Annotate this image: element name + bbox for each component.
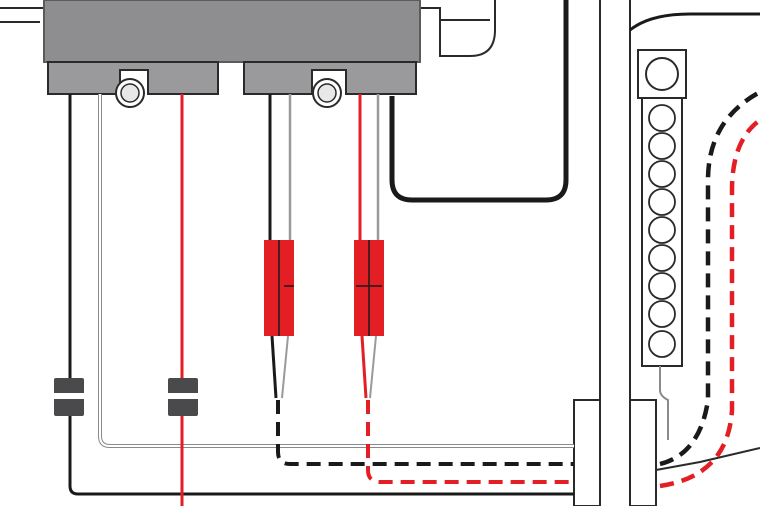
device-housing (0, 0, 496, 108)
splice-connector-black (264, 240, 294, 336)
red-dashed-wire (366, 400, 574, 484)
red-pair-wire (358, 94, 380, 399)
black-dashed-wire-right (659, 90, 760, 467)
terminal-block (637, 49, 687, 440)
splice-connector-red (354, 240, 384, 336)
inline-connector-right (168, 378, 198, 416)
black-ground-wire (68, 94, 574, 496)
black-pair-wire (268, 94, 292, 399)
black-dashed-wire (276, 400, 574, 466)
inline-connector-left (54, 378, 84, 416)
panel-frame (389, 0, 760, 506)
red-dashed-wire-right (659, 118, 760, 489)
